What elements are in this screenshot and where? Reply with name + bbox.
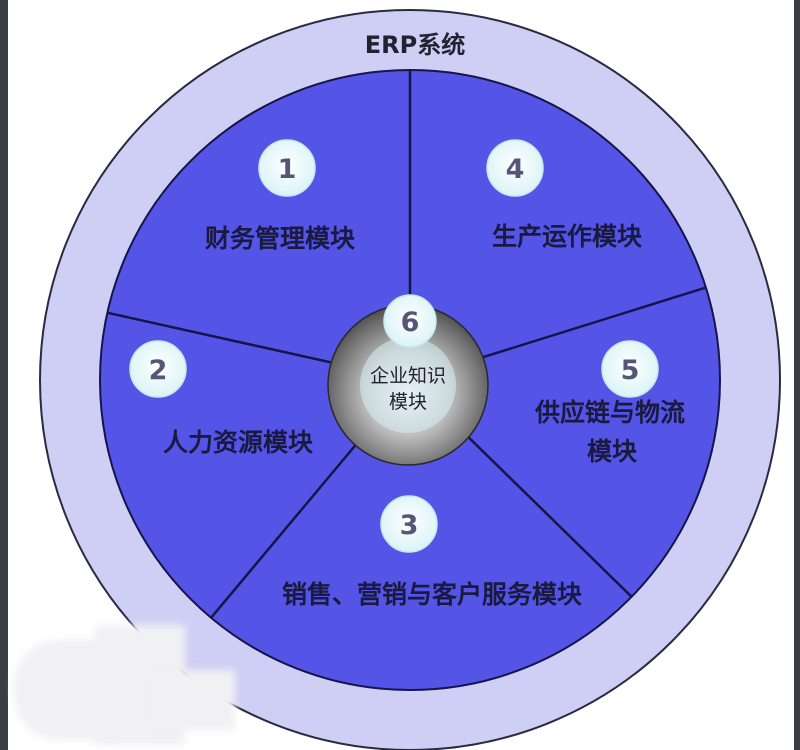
module-number: 4 bbox=[506, 154, 525, 185]
diagram-title: ERP系统 bbox=[365, 31, 465, 59]
module-number-badge bbox=[383, 294, 437, 348]
module-number-badge bbox=[380, 495, 438, 553]
center-label-line2: 模块 bbox=[389, 391, 427, 413]
module-label-line1: 供应链与物流 bbox=[534, 398, 685, 427]
module-number: 2 bbox=[149, 355, 168, 386]
center-number: 6 bbox=[401, 307, 420, 338]
module-label-line2: 模块 bbox=[587, 437, 637, 466]
left-border bbox=[0, 0, 8, 750]
module-number: 5 bbox=[621, 355, 640, 386]
module-label: 人力资源模块 bbox=[163, 428, 313, 457]
module-number-badge bbox=[129, 340, 187, 398]
blur-patch bbox=[150, 670, 235, 730]
module-number-badge bbox=[486, 139, 544, 197]
module-label: 销售、营销与客户服务模块 bbox=[282, 580, 582, 609]
module-number-badge bbox=[601, 340, 659, 398]
module-sales: 3 销售、营销与客户服务模块 bbox=[282, 495, 582, 609]
module-hr: 2 人力资源模块 bbox=[129, 340, 313, 457]
module-finance: 1 财务管理模块 bbox=[205, 139, 355, 253]
module-number: 1 bbox=[278, 154, 297, 185]
center-hub: 6 企业知识 模块 bbox=[327, 294, 489, 466]
right-border bbox=[794, 0, 800, 750]
hub-highlight bbox=[360, 337, 456, 433]
module-number: 3 bbox=[400, 510, 419, 541]
module-production: 4 生产运作模块 bbox=[486, 139, 642, 251]
module-number-badge bbox=[258, 139, 316, 197]
module-label: 财务管理模块 bbox=[205, 224, 355, 253]
center-label-line1: 企业知识 bbox=[370, 365, 446, 387]
module-supply-chain: 5 供应链与物流 模块 bbox=[534, 340, 685, 466]
module-label: 生产运作模块 bbox=[492, 222, 642, 251]
